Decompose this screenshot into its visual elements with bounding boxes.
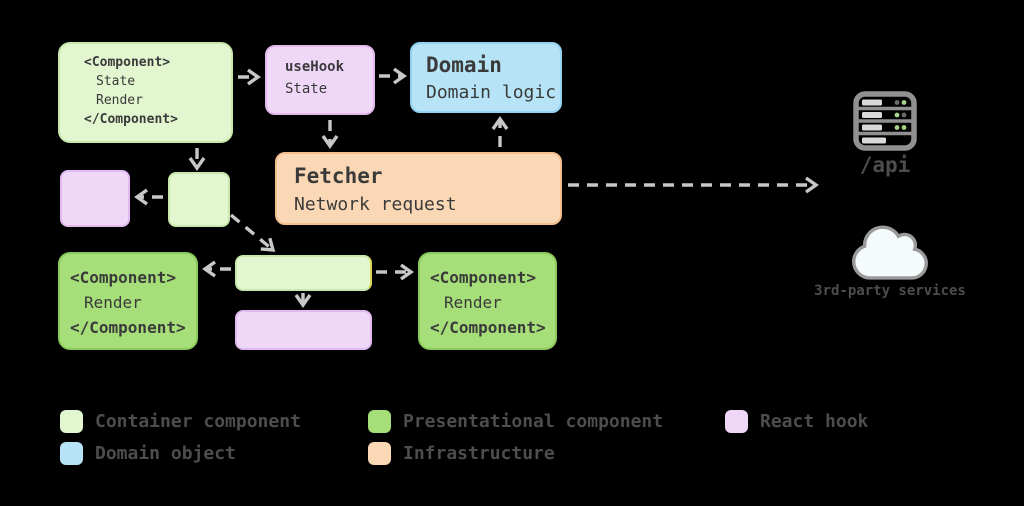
presentational-component-right-node: <Component> Render </Component>	[418, 252, 557, 350]
legend-label: Presentational component	[403, 410, 664, 432]
cloud-icon	[851, 222, 929, 288]
component-render-line: Render	[96, 93, 143, 108]
api-label: /api	[859, 153, 911, 177]
legend-item-infrastructure: Infrastructure	[368, 441, 555, 465]
third-party-services-label: 3rd-party services	[814, 283, 966, 299]
use-hook-title: useHook	[285, 59, 345, 75]
fetcher-node: Fetcher Network request	[275, 152, 562, 225]
react-hook-wide-node	[235, 310, 372, 350]
legend-label: React hook	[760, 410, 869, 432]
react-hook-swatch	[725, 409, 748, 433]
legend-label: Domain object	[95, 442, 236, 464]
container-component-node: <Component> State Render </Component>	[58, 42, 233, 143]
component-open-tag: <Component>	[70, 268, 176, 287]
fetcher-title: Fetcher	[294, 164, 383, 188]
arrow-container-small-to-container-wide	[229, 213, 276, 252]
use-hook-node: useHook State	[265, 45, 375, 115]
legend-item-container: Container component	[60, 409, 301, 433]
presentational-component-left-node: <Component> Render </Component>	[58, 252, 198, 350]
component-state-line: State	[96, 74, 136, 89]
component-render-line: Render	[444, 293, 502, 312]
react-hook-small-node	[60, 170, 130, 227]
component-close-tag: </Component>	[84, 112, 178, 127]
component-close-tag: </Component>	[70, 318, 186, 337]
legend-item-react-hook: React hook	[725, 409, 868, 433]
legend-label: Infrastructure	[403, 442, 555, 464]
legend-item-domain-object: Domain object	[60, 441, 236, 465]
component-open-tag: <Component>	[84, 55, 171, 70]
domain-title: Domain	[426, 53, 502, 77]
fetcher-subtitle: Network request	[294, 194, 457, 215]
server-icon	[852, 90, 918, 156]
component-close-tag: </Component>	[430, 318, 546, 337]
container-small-node	[168, 172, 230, 227]
domain-object-swatch	[60, 441, 83, 465]
component-render-line: Render	[84, 293, 142, 312]
container-wide-node	[235, 255, 372, 291]
domain-node: Domain Domain logic	[410, 42, 562, 113]
use-hook-subtitle: State	[285, 81, 328, 97]
presentational-swatch	[368, 409, 391, 433]
container-swatch	[60, 409, 83, 433]
legend-label: Container component	[95, 410, 301, 432]
legend-item-presentational: Presentational component	[368, 409, 663, 433]
component-open-tag: <Component>	[430, 268, 536, 287]
domain-subtitle: Domain logic	[426, 82, 557, 103]
infrastructure-swatch	[368, 441, 391, 465]
